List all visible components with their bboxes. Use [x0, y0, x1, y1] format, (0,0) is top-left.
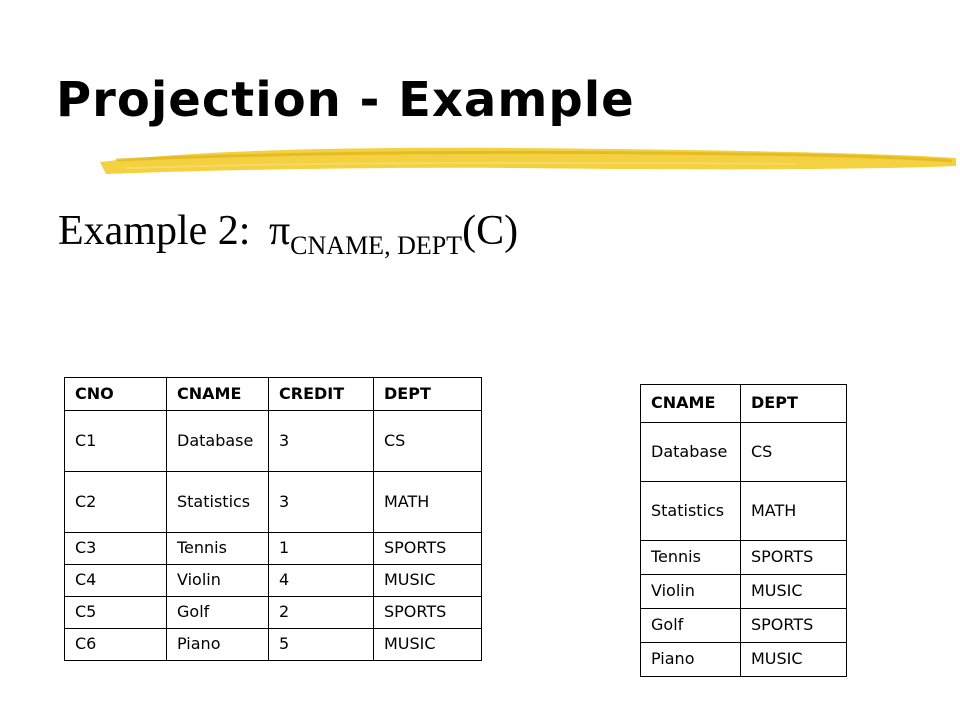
projection-result-table: CNAME DEPT Database CS Statistics MATH T…	[640, 384, 847, 677]
example-label: Example 2:	[58, 208, 261, 254]
table-row: C2 Statistics 3 MATH	[64, 471, 482, 533]
table-row: Database CS	[640, 422, 847, 482]
table-row: Piano MUSIC	[640, 642, 847, 677]
table-cell: MUSIC	[740, 642, 847, 677]
table-row: C6 Piano 5 MUSIC	[64, 628, 482, 661]
example-expression: Example 2: πCNAME, DEPT(C)	[58, 210, 518, 259]
table-cell: Piano	[640, 642, 741, 677]
table-cell: C3	[64, 532, 167, 565]
column-header: CNAME	[640, 384, 741, 423]
relation-name: (C)	[462, 208, 519, 254]
table-cell: Statistics	[640, 481, 741, 541]
table-cell: C2	[64, 471, 167, 533]
table-row: C5 Golf 2 SPORTS	[64, 596, 482, 629]
table-row: C1 Database 3 CS	[64, 410, 482, 472]
table-cell: C6	[64, 628, 167, 661]
table-cell: Database	[640, 422, 741, 482]
table-cell: Violin	[640, 574, 741, 609]
table-cell: Violin	[166, 564, 269, 597]
table-cell: Golf	[166, 596, 269, 629]
table-cell: 5	[268, 628, 374, 661]
table-cell: CS	[373, 410, 482, 472]
table-cell: Golf	[640, 608, 741, 643]
projection-attributes: CNAME, DEPT	[290, 231, 463, 260]
table-cell: 1	[268, 532, 374, 565]
table-cell: CS	[740, 422, 847, 482]
table-cell: 3	[268, 471, 374, 533]
table-row: Golf SPORTS	[640, 608, 847, 643]
table-cell: SPORTS	[373, 596, 482, 629]
table-cell: Piano	[166, 628, 269, 661]
table-cell: C5	[64, 596, 167, 629]
table-cell: Database	[166, 410, 269, 472]
column-header: CNAME	[166, 377, 269, 411]
table-row: Tennis SPORTS	[640, 540, 847, 575]
table-row: C4 Violin 4 MUSIC	[64, 564, 482, 597]
table-cell: SPORTS	[740, 540, 847, 575]
table-cell: 3	[268, 410, 374, 472]
table-cell: MATH	[373, 471, 482, 533]
table-header-row: CNO CNAME CREDIT DEPT	[64, 377, 482, 411]
table-cell: SPORTS	[373, 532, 482, 565]
table-cell: C1	[64, 410, 167, 472]
table-cell: MATH	[740, 481, 847, 541]
column-header: DEPT	[373, 377, 482, 411]
table-cell: C4	[64, 564, 167, 597]
slide-title: Projection - Example	[56, 72, 635, 128]
table-cell: 4	[268, 564, 374, 597]
table-cell: MUSIC	[373, 564, 482, 597]
pi-symbol: π	[268, 208, 291, 254]
table-row: Statistics MATH	[640, 481, 847, 541]
column-header: CREDIT	[268, 377, 374, 411]
table-header-row: CNAME DEPT	[640, 384, 847, 423]
table-cell: MUSIC	[373, 628, 482, 661]
table-row: C3 Tennis 1 SPORTS	[64, 532, 482, 565]
source-relation-table: CNO CNAME CREDIT DEPT C1 Database 3 CS C…	[64, 377, 482, 661]
column-header: DEPT	[740, 384, 847, 423]
table-cell: Tennis	[640, 540, 741, 575]
table-cell: Tennis	[166, 532, 269, 565]
table-cell: SPORTS	[740, 608, 847, 643]
table-cell: Statistics	[166, 471, 269, 533]
table-row: Violin MUSIC	[640, 574, 847, 609]
column-header: CNO	[64, 377, 167, 411]
highlighter-stroke	[100, 147, 956, 174]
table-cell: 2	[268, 596, 374, 629]
table-cell: MUSIC	[740, 574, 847, 609]
